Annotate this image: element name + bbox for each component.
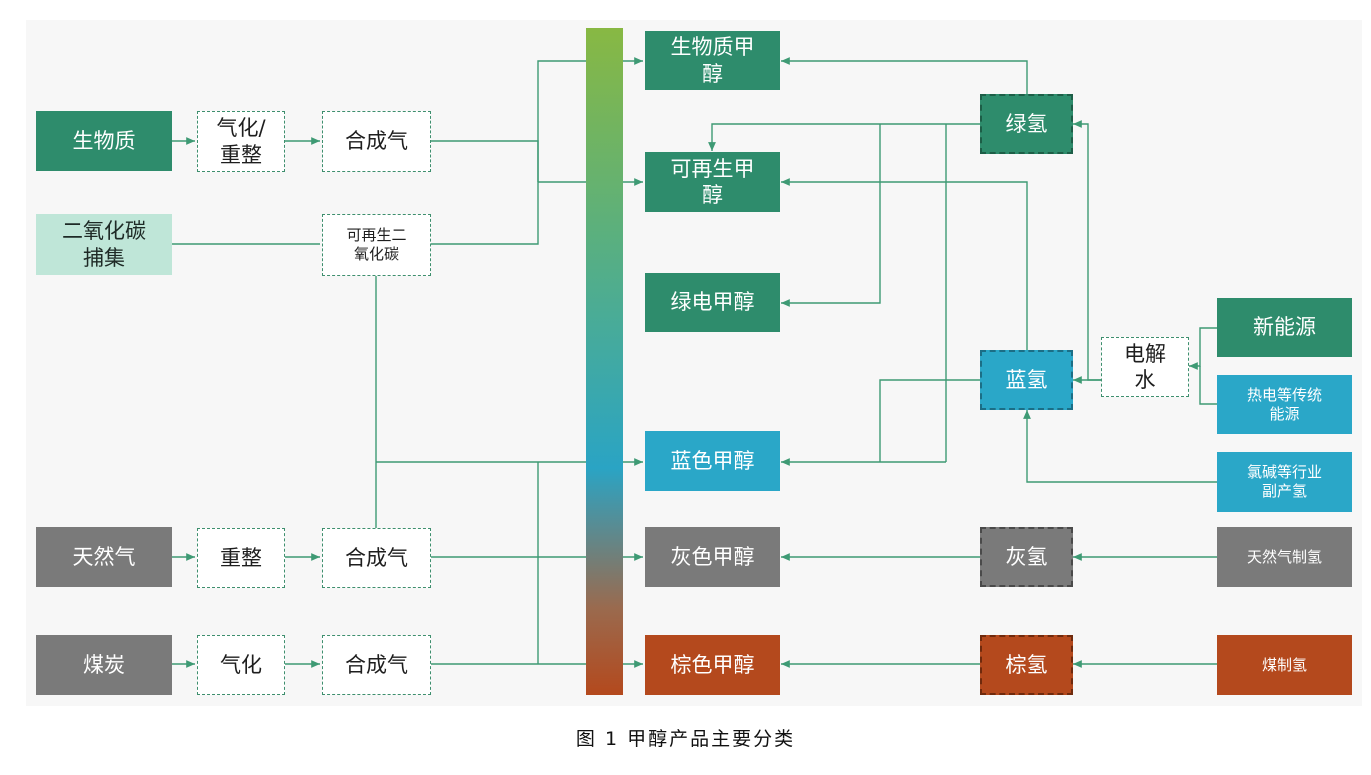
- source-natural-gas: 天然气: [36, 527, 172, 587]
- product-brown-methanol: 棕色甲醇: [645, 635, 780, 695]
- energy-new-energy: 新能源: [1217, 298, 1352, 357]
- product-gray-methanol: 灰色甲醇: [645, 527, 780, 587]
- product-renewable-methanol: 可再生甲 醇: [645, 152, 780, 212]
- process-gasify-reform: 气化/ 重整: [197, 111, 285, 172]
- color-gradient-bar: [586, 28, 623, 695]
- product-blue-methanol: 蓝色甲醇: [645, 431, 780, 491]
- product-green-power-methanol: 绿电甲醇: [645, 273, 780, 332]
- figure-caption: 图 1 甲醇产品主要分类: [575, 728, 796, 750]
- process-syngas-bottom: 合成气: [322, 635, 431, 695]
- hydrogen-green: 绿氢: [980, 94, 1073, 154]
- energy-chlor-alkali: 氯碱等行业 副产氢: [1217, 452, 1352, 512]
- source-co2-capture: 二氧化碳 捕集: [36, 214, 172, 275]
- process-syngas-mid: 合成气: [322, 528, 431, 588]
- process-renewable-co2: 可再生二 氧化碳: [322, 214, 431, 276]
- energy-ng-hydrogen: 天然气制氢: [1217, 527, 1352, 587]
- process-electrolysis: 电解 水: [1101, 337, 1189, 397]
- energy-coal-hydrogen: 煤制氢: [1217, 635, 1352, 695]
- source-biomass: 生物质: [36, 111, 172, 171]
- source-coal: 煤炭: [36, 635, 172, 695]
- hydrogen-blue: 蓝氢: [980, 350, 1073, 410]
- hydrogen-gray: 灰氢: [980, 527, 1073, 587]
- process-gasify: 气化: [197, 635, 285, 695]
- process-reform: 重整: [197, 528, 285, 588]
- process-syngas-top: 合成气: [322, 111, 431, 172]
- product-biomass-methanol: 生物质甲 醇: [645, 31, 780, 90]
- hydrogen-brown: 棕氢: [980, 635, 1073, 695]
- energy-thermal-power: 热电等传统 能源: [1217, 375, 1352, 434]
